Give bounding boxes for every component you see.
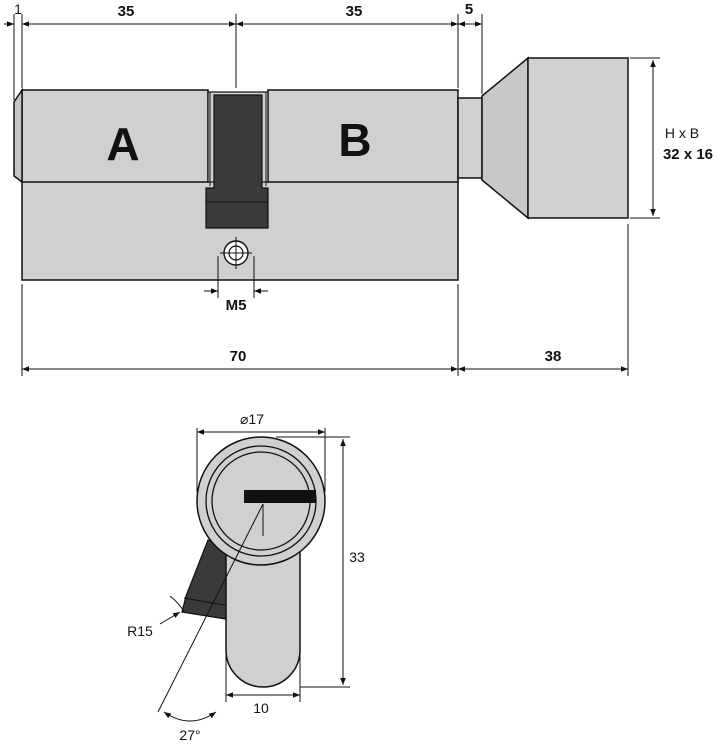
- cylinder-half-b: [267, 89, 459, 183]
- cylinder-front-cap: [13, 87, 23, 184]
- knob-cone: [481, 56, 529, 220]
- cam: [205, 94, 269, 229]
- dim-top-right: 35: [346, 3, 363, 20]
- dim-top-left: 35: [118, 3, 135, 20]
- label-b: B: [338, 114, 371, 166]
- cylinder-half-a: [21, 89, 209, 183]
- dim-diameter: ⌀17: [240, 411, 264, 427]
- dim-knob-38: 38: [545, 348, 562, 365]
- front-view: ⌀17 33 10 R15 27°: [127, 411, 365, 743]
- dim-height: 33: [349, 549, 365, 565]
- screw-hole: [220, 237, 252, 269]
- angle-arc: [163, 711, 217, 722]
- dim-total-70: 70: [230, 348, 247, 365]
- knob-shaft: [457, 97, 483, 179]
- side-view: A B 1 35 35 5 H x B 32 x 16 M5: [4, 1, 713, 376]
- keyway: [244, 490, 316, 503]
- dim-top-5: 5: [465, 1, 473, 18]
- dim-radius: R15: [127, 623, 153, 639]
- dim-angle: 27°: [179, 727, 200, 743]
- front-lower-profile: [225, 551, 301, 688]
- dim-knob-hb-value: 32 x 16: [663, 146, 713, 163]
- knob: [527, 57, 629, 219]
- dim-screw: M5: [226, 297, 247, 314]
- label-a: A: [106, 118, 139, 170]
- dim-width: 10: [253, 700, 269, 716]
- dim-top-1: 1: [14, 1, 22, 17]
- dim-knob-hb-label: H x B: [665, 125, 699, 141]
